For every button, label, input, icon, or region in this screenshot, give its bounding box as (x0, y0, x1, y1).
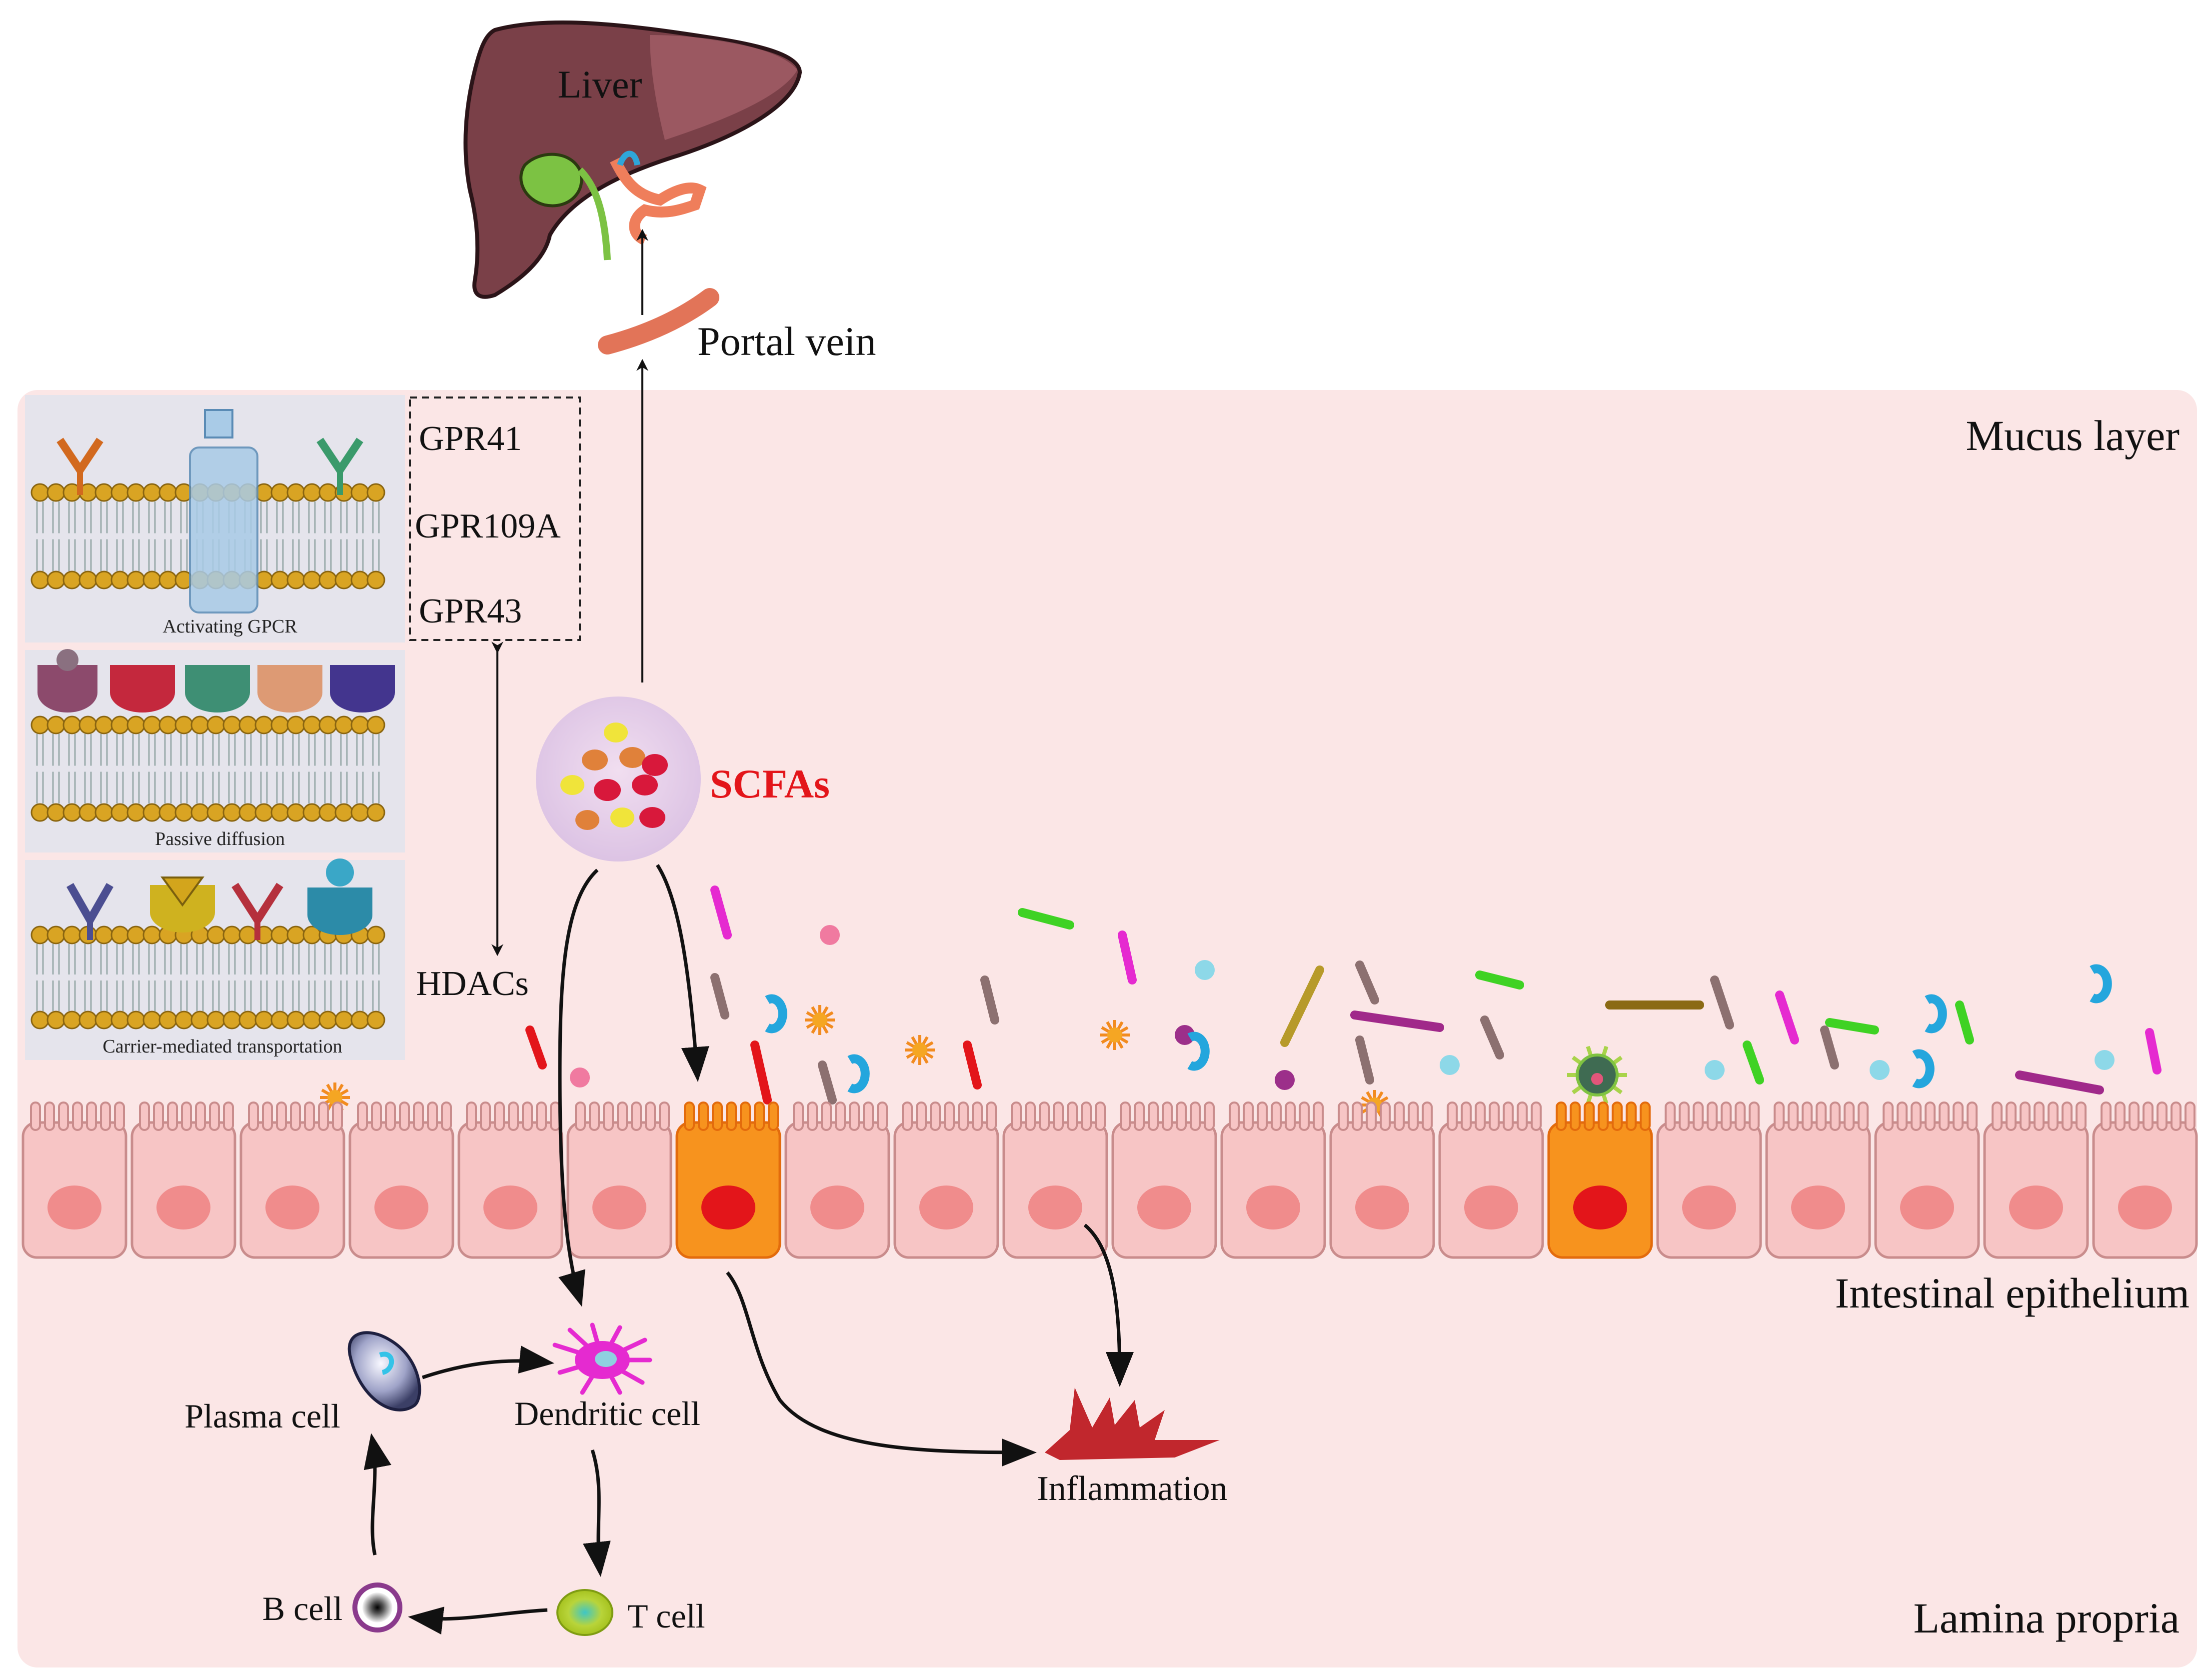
t-cell-label: T cell (627, 1597, 705, 1635)
inflammation-label: Inflammation (1037, 1470, 1227, 1508)
receptor-gpr41: GPR41 (419, 420, 522, 458)
cell-nucleus (47, 1186, 101, 1230)
arrow-eec-to-inflammation (726, 1271, 1037, 1466)
cell-nucleus (1900, 1186, 1954, 1230)
mucus-layer-label: Mucus layer (1966, 412, 2180, 460)
cell-nucleus (1246, 1186, 1300, 1230)
arrow-scfa-to-dendritic (558, 868, 599, 1307)
cell-nucleus (1573, 1186, 1627, 1230)
inflammation-icon (1045, 1388, 1220, 1460)
dendritic-cell-icon (552, 1322, 652, 1395)
plasma-cell-icon (347, 1331, 421, 1412)
intestinal-epithelium-label: Intestinal epithelium (1835, 1269, 2190, 1317)
receptor-box (409, 396, 581, 641)
cell-nucleus (1791, 1186, 1845, 1230)
b-cell-label: B cell (262, 1590, 343, 1628)
dendritic-cell-label: Dendritic cell (514, 1394, 700, 1432)
arrow-plasma-to-dendritic (421, 1346, 554, 1380)
portal-vein (598, 288, 719, 354)
b-cell-icon (352, 1582, 402, 1632)
cell-nucleus (810, 1186, 864, 1230)
liver (463, 20, 802, 299)
lamina-propria-label: Lamina propria (1913, 1594, 2180, 1642)
cell-nucleus (1137, 1186, 1191, 1230)
portal-vein-label: Portal vein (697, 318, 876, 364)
arrow-bcell-to-plasma (363, 1433, 391, 1556)
arrow-tcell-to-bcell (408, 1606, 548, 1634)
t-cell-icon (556, 1589, 613, 1636)
cell-nucleus (592, 1186, 646, 1230)
cell-nucleus (2009, 1186, 2063, 1230)
cell-nucleus (483, 1186, 537, 1230)
cell-nucleus (1464, 1186, 1518, 1230)
cell-nucleus (156, 1186, 210, 1230)
cell-nucleus (919, 1186, 973, 1230)
receptor-gpr109a: GPR109A (415, 507, 561, 546)
arrow-dendritic-to-tcell (583, 1449, 611, 1577)
arrow-infected-to-inflammation (1083, 1224, 1134, 1387)
scfas-label: SCFAs (710, 761, 830, 806)
intestinal-epithelium (21, 1102, 2198, 1259)
cell-nucleus (374, 1186, 428, 1230)
cell-nucleus (701, 1186, 755, 1230)
hdacs-label: HDACs (416, 964, 529, 1003)
cell-nucleus (1355, 1186, 1409, 1230)
membrane-panels: Activating GPCR Passive diffusion Carrie… (25, 395, 405, 1060)
cell-nucleus (2118, 1186, 2172, 1230)
cell-nucleus (265, 1186, 319, 1230)
panel-gpcr-caption: Activating GPCR (162, 616, 297, 637)
cell-nucleus (1028, 1186, 1082, 1230)
scfa-bubble (536, 696, 701, 862)
receptor-gpr43: GPR43 (419, 592, 522, 630)
arrow-scfa-to-enteroendocrine (656, 864, 709, 1082)
plasma-cell-label: Plasma cell (184, 1397, 340, 1435)
panel-carrier-caption: Carrier-mediated transportation (102, 1036, 342, 1057)
liver-label: Liver (558, 62, 642, 106)
cell-nucleus (1682, 1186, 1736, 1230)
panel-passive-caption: Passive diffusion (155, 828, 285, 850)
